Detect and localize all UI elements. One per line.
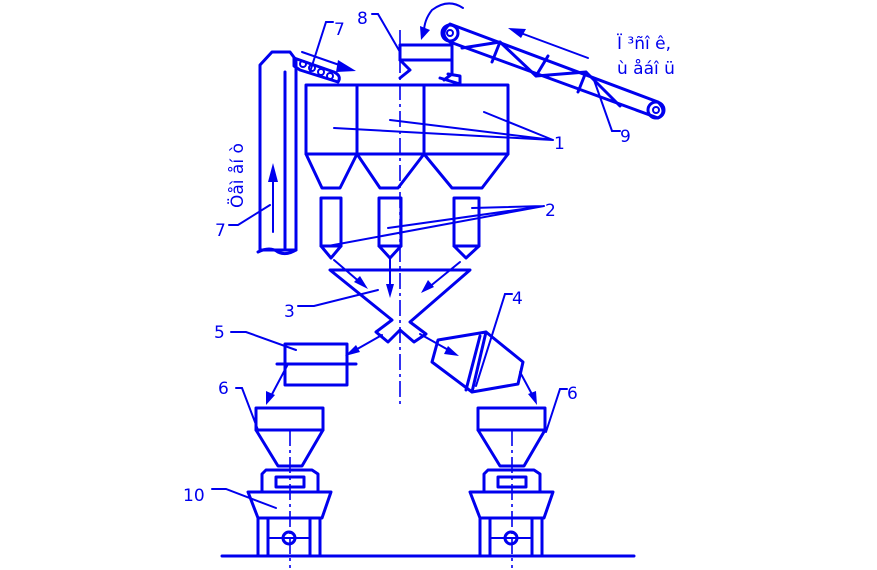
callout-6-left: 6	[218, 379, 229, 399]
cement-bin	[266, 334, 383, 405]
leader-lines	[211, 13, 621, 509]
right-loading-station	[468, 406, 555, 557]
callout-4: 4	[512, 289, 523, 309]
callout-8: 8	[357, 9, 368, 29]
left-loading-station	[246, 406, 333, 557]
callout-10: 10	[183, 486, 205, 506]
silo-bank	[304, 83, 510, 190]
top-feeder	[398, 2, 464, 86]
callout-1: 1	[554, 134, 565, 154]
callout-7-top: 7	[334, 20, 345, 40]
callout-2: 2	[545, 201, 556, 221]
weigh-bins	[319, 196, 481, 260]
callout-3: 3	[284, 302, 295, 322]
collecting-hopper	[328, 257, 472, 344]
vertical-caption: Öåì åí ò	[226, 143, 248, 208]
callout-5: 5	[214, 323, 225, 343]
conveyor-caption-line2: ù åáî ü	[617, 58, 675, 79]
callout-9: 9	[620, 127, 631, 147]
conveyor-caption-line1: Ї ³ñî ê,	[617, 33, 671, 54]
feed-screw-conveyor	[292, 51, 356, 84]
mixer-drum	[419, 330, 537, 405]
bucket-elevator	[256, 50, 298, 256]
callout-6-right: 6	[567, 384, 578, 404]
callout-7-left: 7	[215, 221, 226, 241]
inclined-belt-conveyor	[440, 22, 666, 120]
